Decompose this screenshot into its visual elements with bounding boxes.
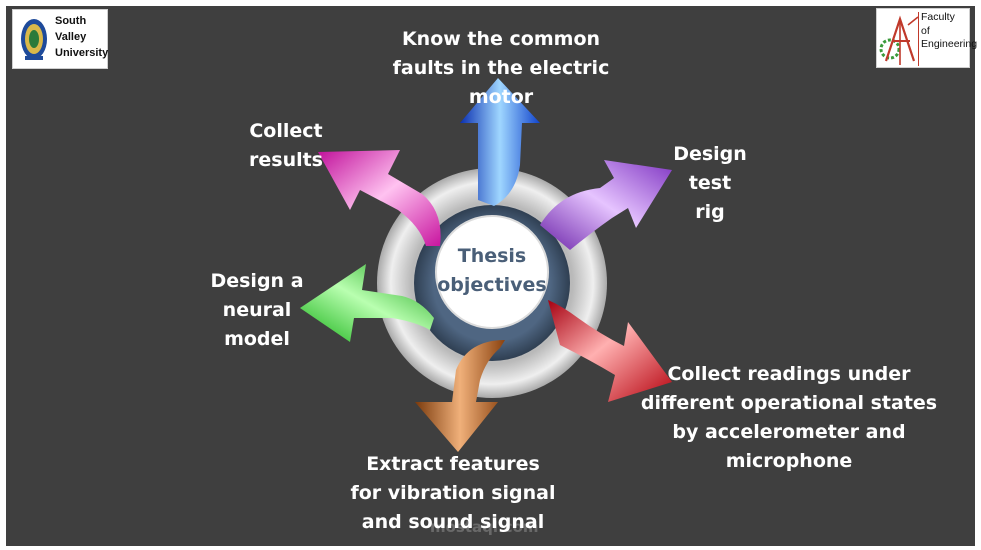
- objective-label-neural-model: Design a neural model: [210, 270, 304, 350]
- arrow-up-blue: [460, 78, 540, 206]
- objective-label-features: Extract features for vibration signal an…: [350, 453, 556, 533]
- objective-label-test-rig: Design test rig: [673, 143, 747, 223]
- watermark: mostaql.com: [430, 518, 539, 536]
- faculty-logo: Faculty of Engineering: [876, 8, 977, 68]
- center-circle: [435, 215, 549, 329]
- center-title: Thesis objectives: [437, 245, 547, 296]
- arrow-downright-red: [548, 300, 672, 402]
- university-seal-icon: [21, 19, 47, 60]
- university-logo: South Valley University: [12, 9, 108, 69]
- arrow-upright-purple: [540, 160, 672, 250]
- arrow-upleft-pink: [318, 150, 441, 246]
- arrow-down-brown: [415, 340, 505, 452]
- faculty-name: Faculty of Engineering: [921, 11, 978, 50]
- engineering-emblem-icon: [879, 15, 919, 65]
- objective-label-faults: Know the common faults in the electric m…: [392, 28, 610, 108]
- objective-label-readings: Collect readings under different operati…: [640, 363, 938, 472]
- objective-label-results: Collect results: [249, 120, 323, 171]
- arrow-left-green: [300, 264, 434, 342]
- university-name: South Valley University: [55, 15, 109, 59]
